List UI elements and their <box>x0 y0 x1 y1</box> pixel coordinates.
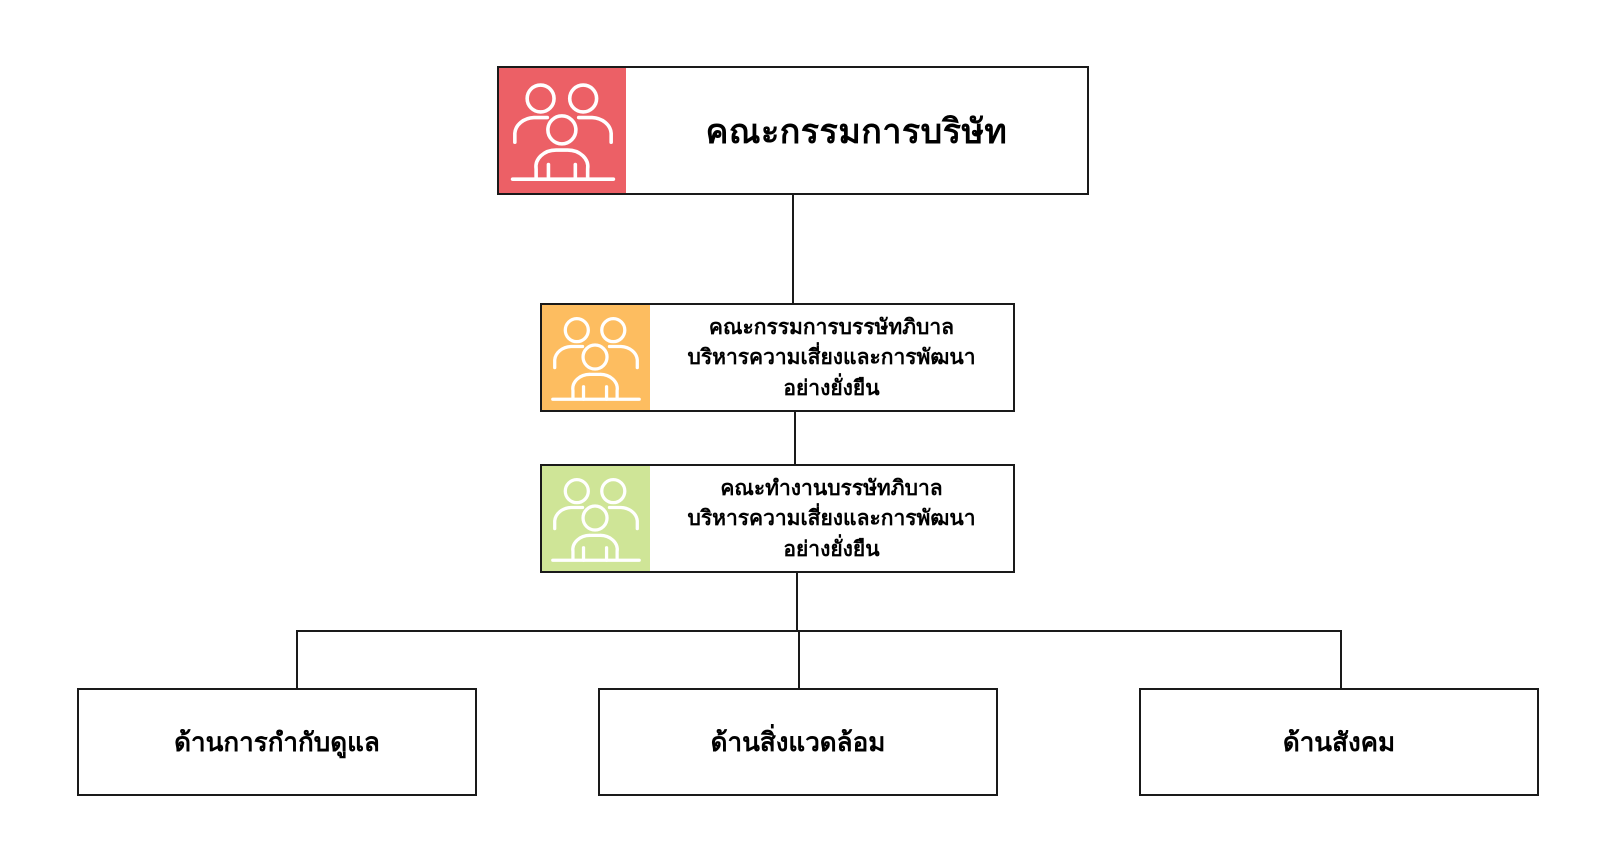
workgroup-label-line-1: คณะทำงานบรรษัทภิบาล <box>720 475 943 500</box>
connector-horizontal-branch <box>296 630 1342 632</box>
board-of-directors-node: คณะกรรมการบริษัท <box>497 66 1089 195</box>
workgroup-label-line-2: บริหารความเสี่ยงและการพัฒนา <box>687 506 976 531</box>
people-group-icon <box>551 477 641 562</box>
area-governance-label: ด้านการกำกับดูแล <box>174 727 380 758</box>
connector-to-area-social <box>1340 630 1342 688</box>
committee-icon-panel <box>542 305 650 410</box>
area-environment-label: ด้านสิ่งแวดล้อม <box>710 727 886 758</box>
committee-label: คณะกรรมการบรรษัทภิบาล บริหารความเสี่ยงแล… <box>650 305 1013 410</box>
connector-to-area-environment <box>798 630 800 688</box>
board-icon-panel <box>499 68 626 193</box>
governance-committee-node: คณะกรรมการบรรษัทภิบาล บริหารความเสี่ยงแล… <box>540 303 1015 412</box>
area-governance-node: ด้านการกำกับดูแล <box>77 688 477 796</box>
committee-label-line-3: อย่างยั่งยืน <box>783 375 880 400</box>
committee-label-line-2: บริหารความเสี่ยงและการพัฒนา <box>687 345 976 370</box>
area-environment-node: ด้านสิ่งแวดล้อม <box>598 688 998 796</box>
workgroup-label-line-3: อย่างยั่งยืน <box>783 536 880 561</box>
governance-workgroup-node: คณะทำงานบรรษัทภิบาล บริหารความเสี่ยงและก… <box>540 464 1015 573</box>
connector-committee-workgroup <box>794 412 796 464</box>
workgroup-icon-panel <box>542 466 650 571</box>
connector-board-committee <box>792 195 794 303</box>
area-social-label: ด้านสังคม <box>1282 727 1396 758</box>
workgroup-label: คณะทำงานบรรษัทภิบาล บริหารความเสี่ยงและก… <box>650 466 1013 571</box>
people-group-icon <box>510 82 615 181</box>
committee-label-line-1: คณะกรรมการบรรษัทภิบาล <box>708 314 955 339</box>
connector-to-area-governance <box>296 630 298 688</box>
connector-workgroup-branch <box>796 573 798 630</box>
board-label: คณะกรรมการบริษัท <box>705 111 1008 152</box>
area-social-node: ด้านสังคม <box>1139 688 1539 796</box>
people-group-icon <box>551 316 641 401</box>
